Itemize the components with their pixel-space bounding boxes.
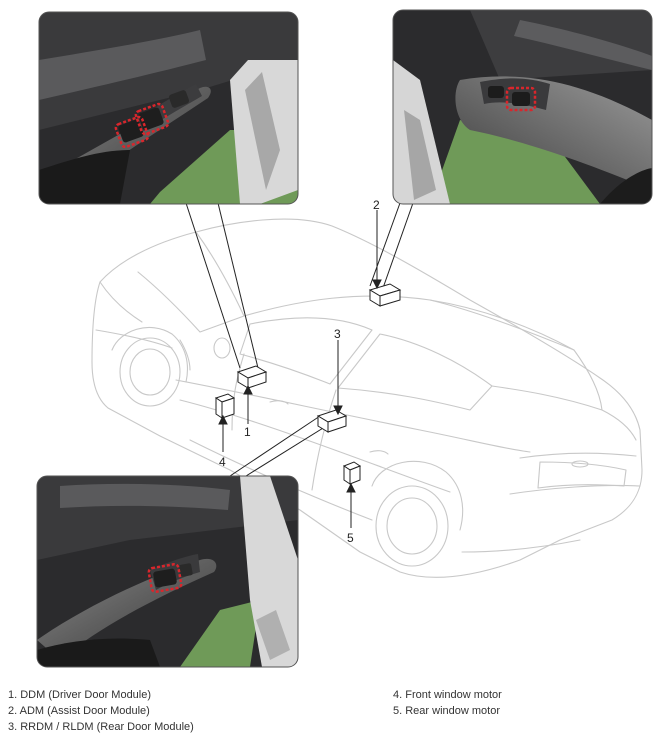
module-ddm <box>236 365 268 389</box>
legend-right-column: 4. Front window motor 5. Rear window mot… <box>393 687 502 719</box>
photo-leader-lines <box>185 202 414 477</box>
legend-left-column: 1. DDM (Driver Door Module) 2. ADM (Assi… <box>8 687 194 735</box>
assist-door-photo <box>392 9 653 205</box>
callout-arrows <box>218 210 382 528</box>
rear-window-motor <box>342 461 362 485</box>
window-system-diagram: 1 2 3 4 5 <box>36 9 653 668</box>
legend-item-1: 1. DDM (Driver Door Module) <box>8 689 152 701</box>
callout-number-4: 4 <box>219 455 226 469</box>
module-rdm <box>316 409 348 433</box>
legend-item-2: 2. ADM (Assist Door Module) <box>8 705 150 717</box>
callout-number-2: 2 <box>373 198 380 212</box>
legend-item-4: 4. Front window motor <box>393 689 502 701</box>
module-adm <box>368 283 402 307</box>
callout-number-1: 1 <box>244 425 251 439</box>
callout-number-5: 5 <box>347 531 354 545</box>
rear-door-photo <box>36 475 299 668</box>
car-outline <box>91 218 643 578</box>
front-window-motor <box>214 393 236 419</box>
callout-number-3: 3 <box>334 327 341 341</box>
legend-item-3: 3. RRDM / RLDM (Rear Door Module) <box>8 721 194 733</box>
legend-item-5: 5. Rear window motor <box>393 705 500 717</box>
driver-door-photo <box>38 11 299 205</box>
